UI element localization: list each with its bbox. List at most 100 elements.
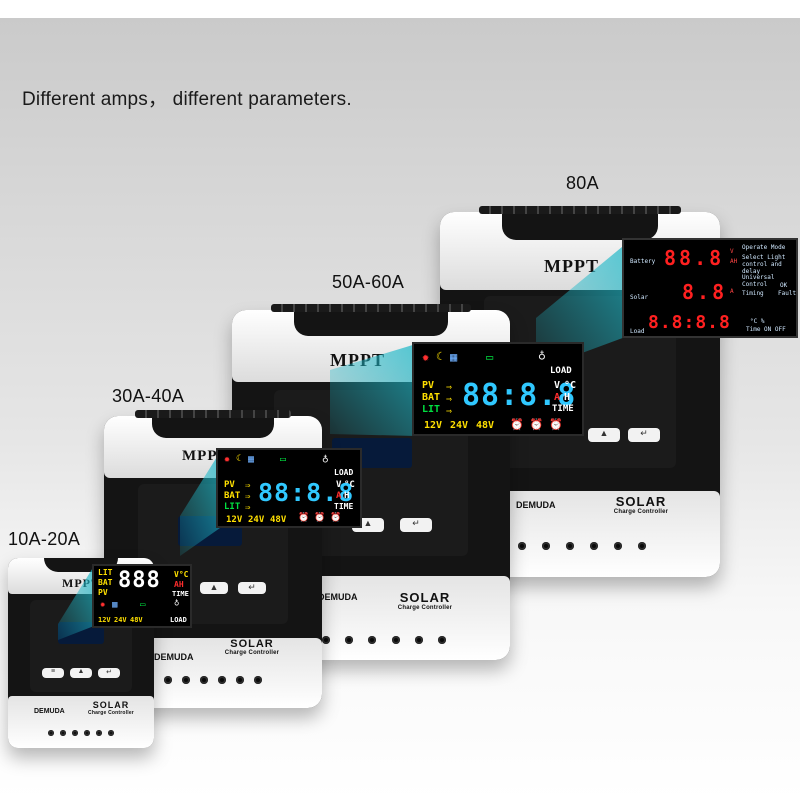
enter-button[interactable]: ↵ xyxy=(98,668,120,678)
arrow-icon: ⇒ xyxy=(245,492,251,502)
terminal-port xyxy=(590,542,598,550)
battery-icon: ▭ xyxy=(486,350,494,364)
terminal-port xyxy=(638,542,646,550)
note-operate-mode: Operate Mode xyxy=(742,244,786,251)
timer-icons: ⏰⏰⏰ xyxy=(298,513,347,523)
voltage-12v: 12V xyxy=(226,515,243,525)
red-lcd-display: Battery 88.8 V AH Solar 8.8 A Load 8.8:8… xyxy=(622,238,798,338)
battery-label: Battery xyxy=(630,258,656,265)
product-name: SOLAR xyxy=(615,494,667,509)
terminal-port xyxy=(322,636,330,644)
solar-readout: 8.8 xyxy=(682,280,728,304)
unit-a: A xyxy=(336,491,342,501)
top-white-strip xyxy=(0,0,800,18)
terminal-port xyxy=(345,636,354,644)
time-on-off: Time ON OFF xyxy=(746,326,786,333)
size-label-50a-60a: 50A-60A xyxy=(332,272,405,292)
product-name: SOLAR xyxy=(230,638,274,650)
enter-button[interactable]: ↵ xyxy=(628,428,660,442)
load-readout: 8.8:8.8 xyxy=(648,312,731,333)
load-label: LOAD xyxy=(170,616,187,624)
load-label: LOAD xyxy=(334,468,354,477)
model-label: MPPT xyxy=(330,350,385,370)
unit-h: H xyxy=(344,491,350,501)
main-readout: 88:8.8 xyxy=(462,378,577,413)
lcd-display-large: ✹ ☾ ▦ ▭ ♁ LOAD PV BAT LIT ⇒ ⇒ ⇒ 88:8.8 V… xyxy=(412,342,584,436)
voltage-12v: 12V xyxy=(98,616,111,624)
lcd-display-small: LIT BAT PV 888 V°C AH TIME ✹ ▦ ▭ ♁ 12V 2… xyxy=(92,564,192,628)
pv-label: PV xyxy=(98,588,108,597)
note-light-control: Select Light control and delay xyxy=(742,254,786,275)
load-label: Load xyxy=(630,328,645,335)
pv-label: PV xyxy=(224,480,235,490)
solar-panel-icon: ▦ xyxy=(248,454,255,465)
bulb-icon: ♁ xyxy=(538,348,546,363)
terminal-port xyxy=(391,636,400,644)
main-readout: 88:8.8 xyxy=(258,478,355,507)
note-universal-control: Universal Control xyxy=(742,274,775,288)
up-button[interactable]: ▲ xyxy=(200,582,228,594)
unit-v-c: V°C xyxy=(174,570,189,579)
cooling-fins xyxy=(270,304,472,312)
arrow-icon: ⇒ xyxy=(245,481,251,491)
voltage-24v: 24V xyxy=(450,420,469,431)
unit-h: H xyxy=(564,392,571,403)
note-fault: Fault xyxy=(778,290,797,297)
terminal-ports xyxy=(322,636,446,644)
brand-label: DEMUDA xyxy=(154,652,194,662)
moon-icon: ☾ xyxy=(236,454,242,464)
terminal-port xyxy=(200,676,208,684)
sun-icon: ✹ xyxy=(224,454,231,465)
product-name: SOLAR xyxy=(92,700,130,710)
size-label-10a-20a: 10A-20A xyxy=(8,529,81,549)
bat-label: BAT xyxy=(224,491,241,501)
solar-panel-icon: ▦ xyxy=(112,600,118,610)
brand-label: DEMUDA xyxy=(34,708,65,715)
terminal-port xyxy=(368,636,377,644)
battery-unit-v: V xyxy=(730,248,734,255)
note-timing: Timing xyxy=(742,290,764,297)
terminal-port xyxy=(414,636,423,644)
terminal-port xyxy=(96,730,102,736)
unit-c: °C xyxy=(344,480,355,490)
model-label: MPPT xyxy=(544,256,599,276)
voltage-24v: 24V xyxy=(114,616,127,624)
terminal-port xyxy=(518,542,526,550)
pv-label: PV xyxy=(422,380,435,391)
voltage-48v: 48V xyxy=(476,420,495,431)
product-subtitle: Charge Controller xyxy=(88,710,134,716)
battery-icon: ▭ xyxy=(280,454,287,465)
arrow-icon: ⇒ xyxy=(245,503,251,513)
brand-label: DEMUDA xyxy=(516,500,556,510)
mode-button[interactable]: ≡ xyxy=(42,668,64,678)
sun-icon: ✹ xyxy=(100,600,106,610)
size-label-80a: 80A xyxy=(566,173,599,193)
terminal-ports xyxy=(518,542,646,550)
enter-button[interactable]: ↵ xyxy=(400,518,432,532)
unit-time: TIME xyxy=(552,404,574,414)
enter-button[interactable]: ↵ xyxy=(238,582,266,594)
up-button[interactable]: ▲ xyxy=(70,668,92,678)
bulb-icon: ♁ xyxy=(174,598,180,608)
temp-unit: °C % xyxy=(750,318,765,325)
terminal-port xyxy=(437,636,446,644)
battery-icon: ▭ xyxy=(140,600,146,610)
terminal-port xyxy=(72,730,78,736)
solar-unit-a: A xyxy=(730,288,734,295)
terminal-port xyxy=(218,676,226,684)
arrow-icon: ⇒ xyxy=(446,382,453,393)
terminal-port xyxy=(254,676,262,684)
note-ok: OK xyxy=(780,282,788,289)
unit-c: °C xyxy=(564,380,577,391)
cooling-fins xyxy=(134,410,292,418)
bat-label: BAT xyxy=(98,578,113,587)
product-subtitle: Charge Controller xyxy=(224,650,280,656)
unit-time: TIME xyxy=(172,590,189,598)
terminal-port xyxy=(614,542,622,550)
unit-a: A xyxy=(554,392,561,403)
up-button[interactable]: ▲ xyxy=(588,428,620,442)
